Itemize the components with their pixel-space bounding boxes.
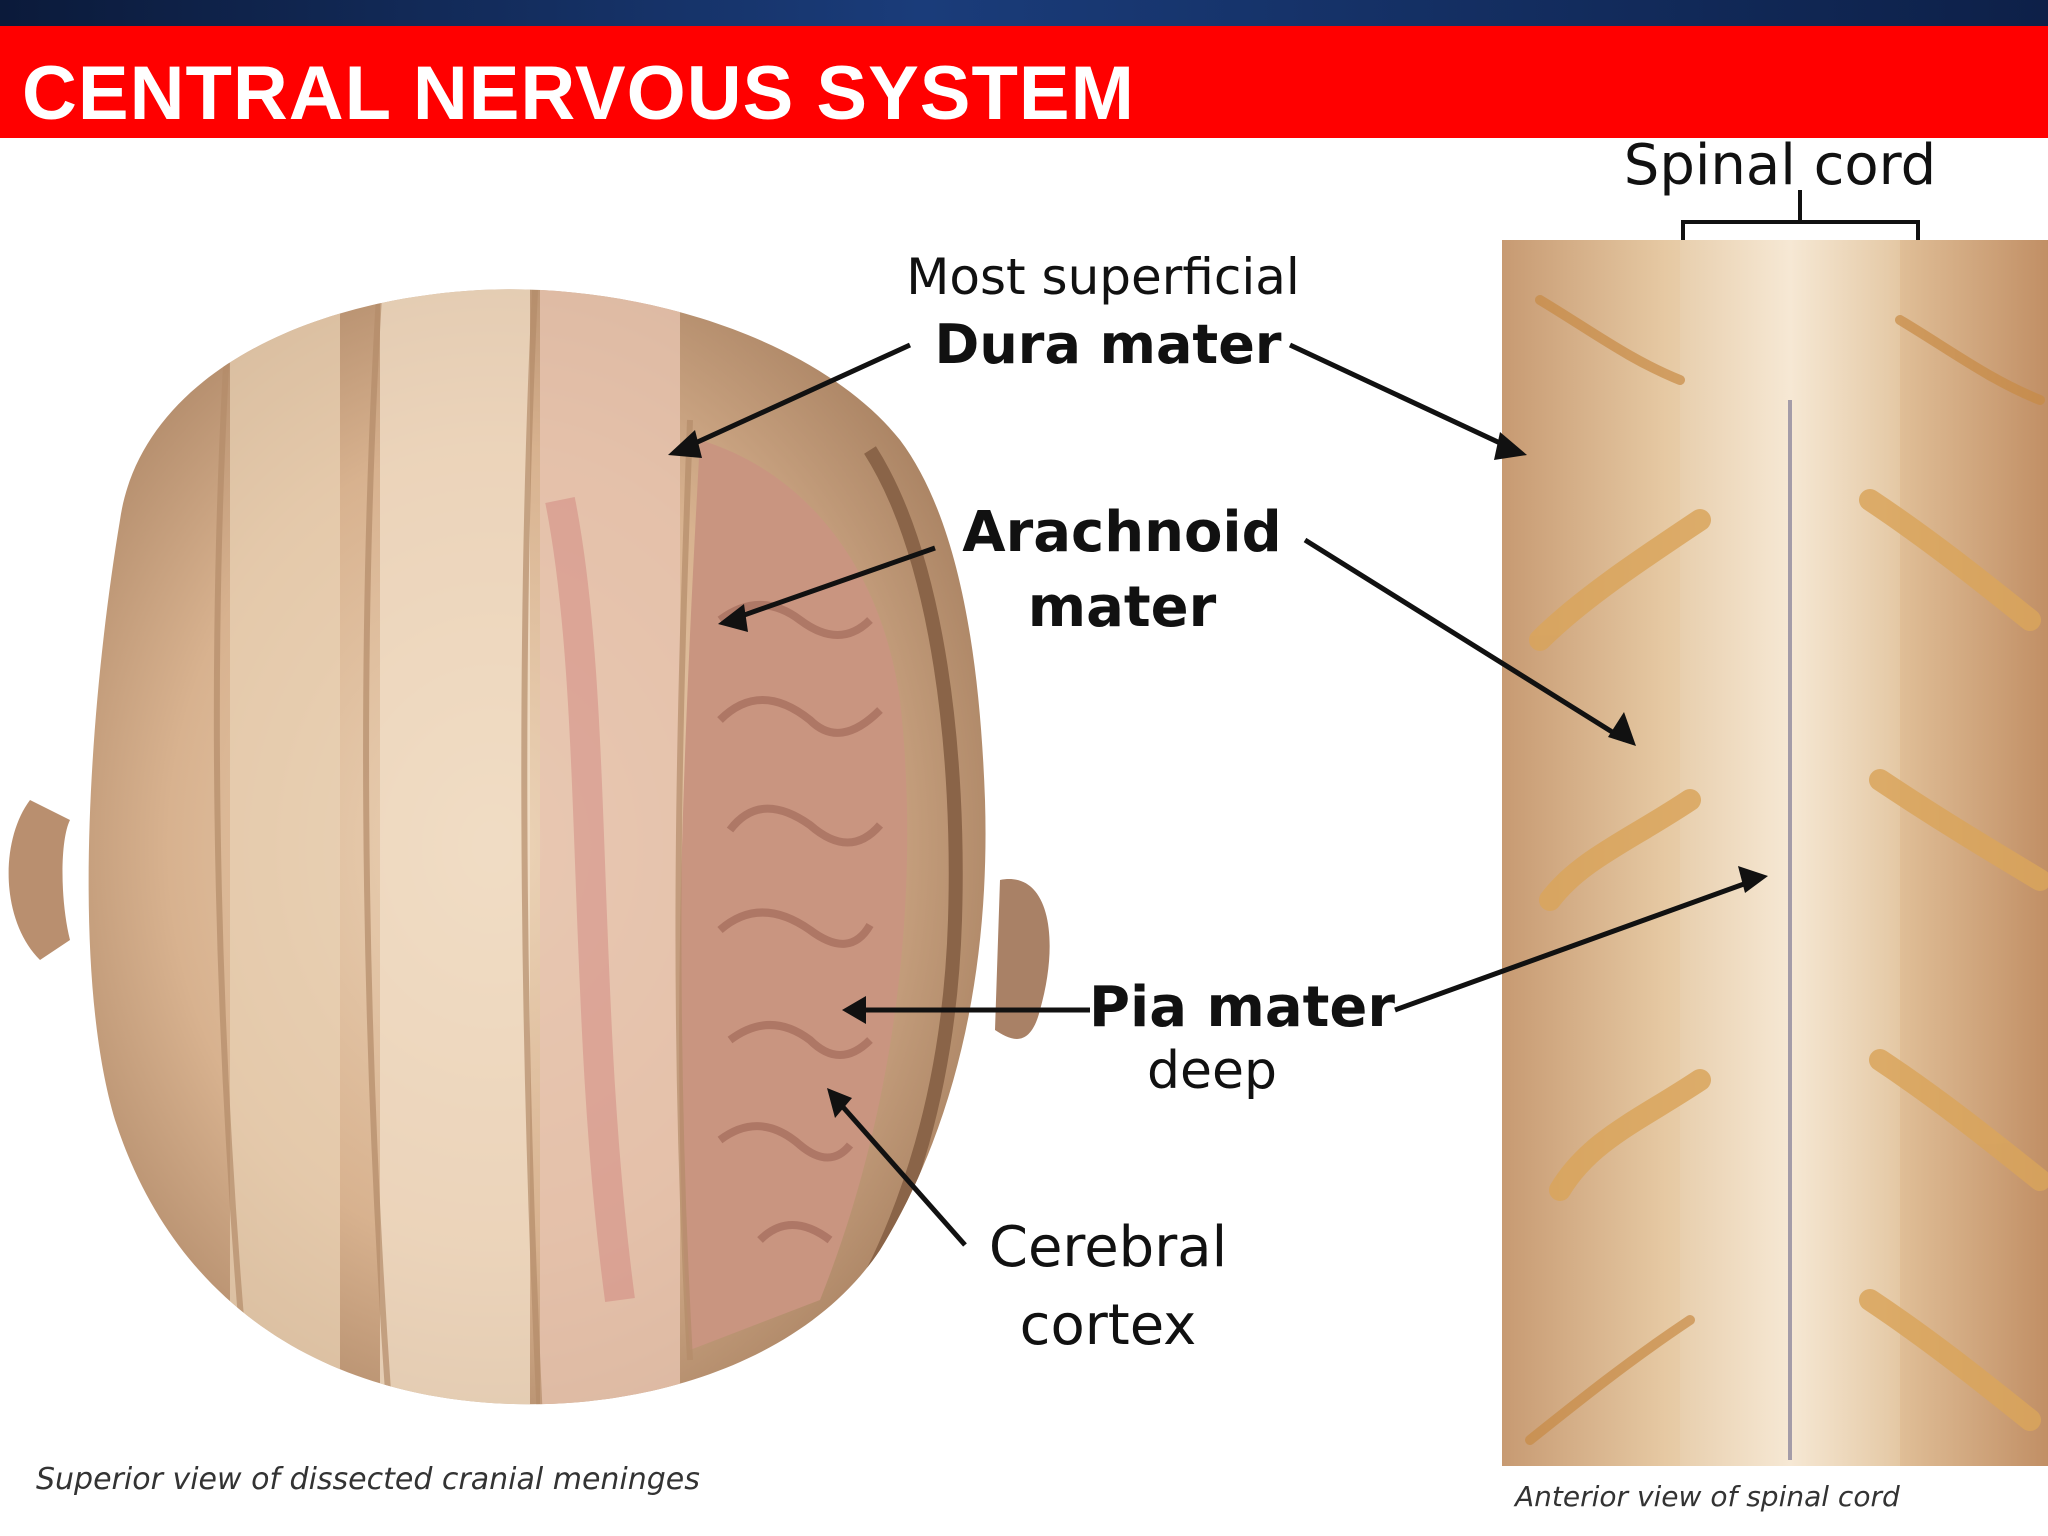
spinal-cord-bracket bbox=[1681, 190, 1920, 240]
arrowheads bbox=[668, 430, 1768, 1118]
label-deep: deep bbox=[1147, 1041, 1277, 1101]
caption-spinal-cord: Anterior view of spinal cord bbox=[1515, 1480, 1900, 1513]
top-strip bbox=[0, 0, 2048, 26]
label-cerebral-line2: cortex bbox=[1019, 1293, 1197, 1358]
label-arachnoid-line1: Arachnoid bbox=[962, 500, 1282, 565]
cranial-meninges-image bbox=[88, 289, 986, 1405]
title-bar: CENTRAL NERVOUS SYSTEM bbox=[0, 26, 2048, 138]
label-arachnoid-line2: mater bbox=[1027, 575, 1217, 640]
spinal-cord-image bbox=[1502, 240, 2048, 1466]
left-ear bbox=[8, 800, 70, 960]
label-pia-mater: Pia mater bbox=[1088, 975, 1396, 1040]
label-most-superficial: Most superficial bbox=[906, 248, 1300, 306]
caption-cranial-meninges: Superior view of dissected cranial menin… bbox=[36, 1462, 700, 1497]
label-cerebral-line1: Cerebral bbox=[988, 1215, 1228, 1280]
pointer-lines bbox=[678, 342, 1756, 1247]
page-title: CENTRAL NERVOUS SYSTEM bbox=[22, 51, 1135, 136]
label-spinal-cord: Spinal cord bbox=[1623, 133, 1937, 198]
label-dura-mater: Dura mater bbox=[934, 313, 1282, 376]
right-ear bbox=[995, 879, 1050, 1039]
